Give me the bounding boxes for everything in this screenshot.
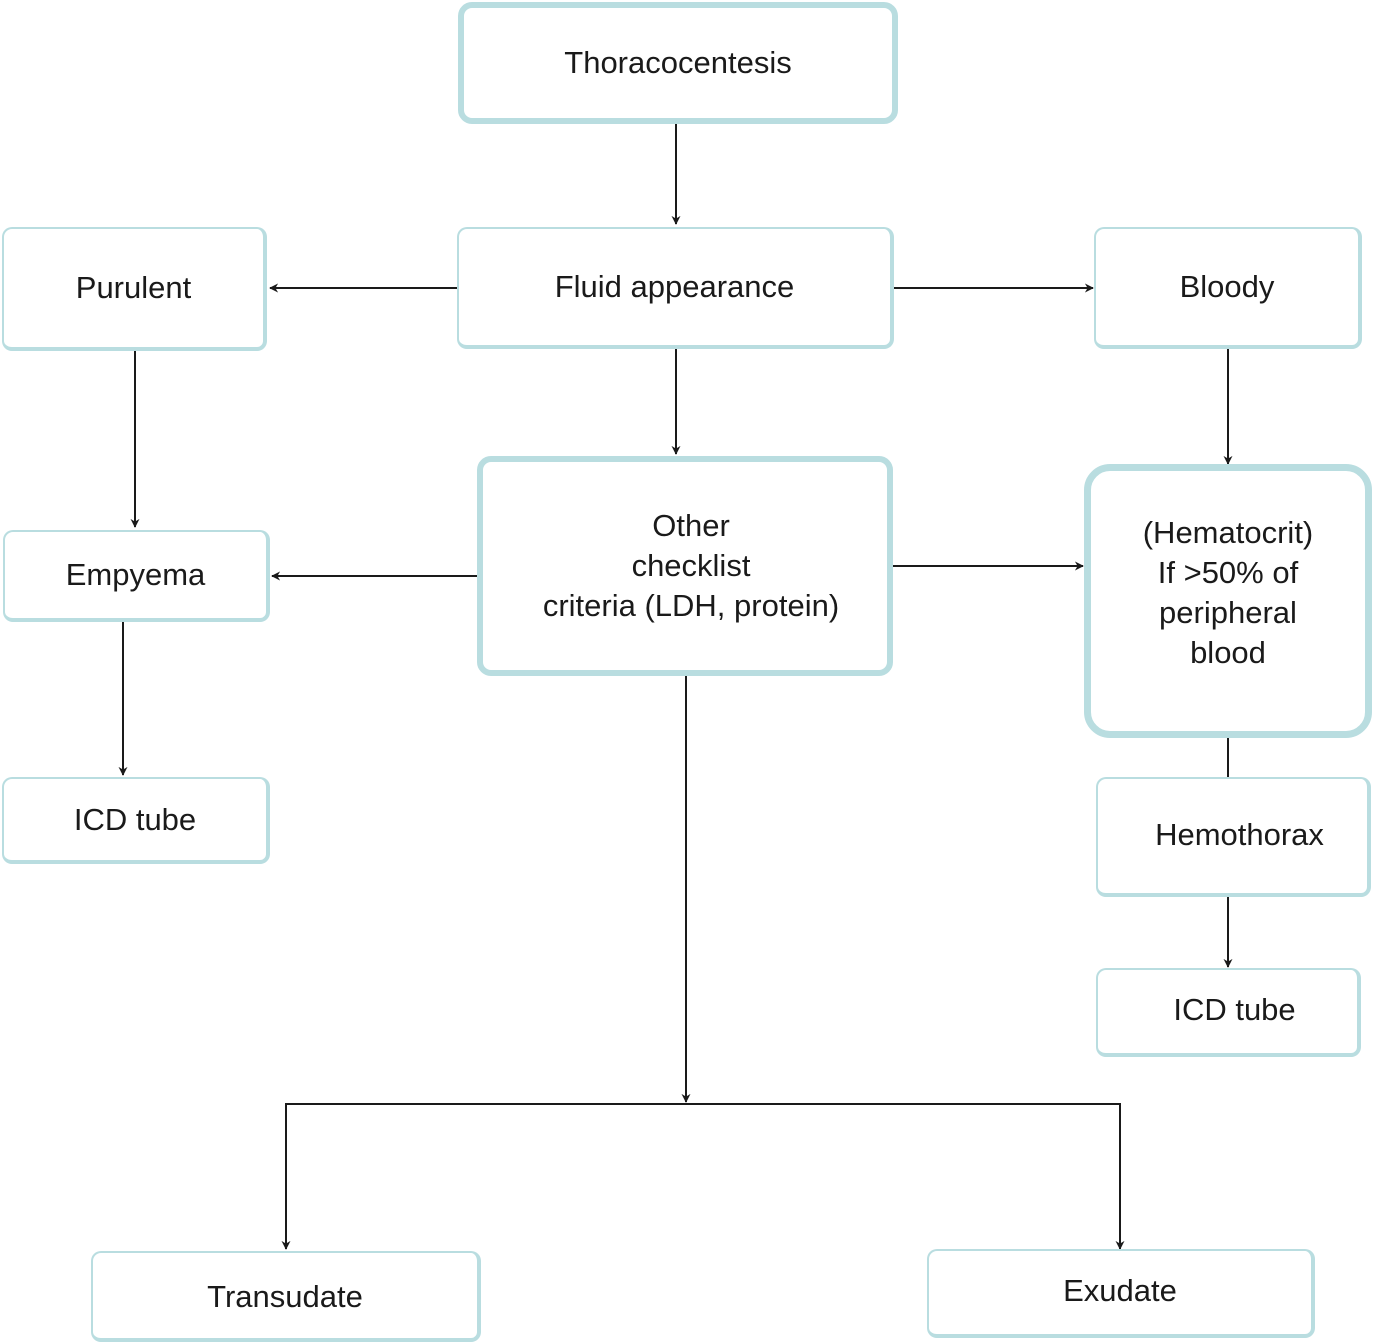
node-empyema: Empyema [3, 530, 270, 622]
node-bloody: Bloody [1094, 227, 1362, 349]
node-transudate: Transudate [91, 1251, 481, 1342]
node-bloody-label: Bloody [1179, 269, 1275, 304]
node-hemothorax: Hemothorax [1096, 777, 1371, 897]
node-fluid-appearance: Fluid appearance [457, 227, 894, 349]
node-other-criteria-label: Other checklist criteria (LDH, protein) [542, 508, 840, 623]
node-other-criteria: Other checklist criteria (LDH, protein) [477, 456, 893, 676]
node-exudate: Exudate [927, 1249, 1315, 1338]
node-exudate-label: Exudate [1063, 1272, 1177, 1308]
node-hematocrit: (Hematocrit) If >50% of peripheral blood [1084, 464, 1372, 738]
node-empyema-label: Empyema [65, 557, 206, 592]
node-purulent-label: Purulent [75, 270, 192, 305]
node-purulent: Purulent [2, 227, 267, 351]
node-hematocrit-label: (Hematocrit) If >50% of peripheral blood [1142, 515, 1314, 670]
node-icd-tube-right-label: ICD tube [1173, 991, 1296, 1027]
node-hemothorax-label: Hemothorax [1155, 817, 1324, 852]
node-transudate-label: Transudate [207, 1278, 363, 1314]
branch-junction-bar [281, 1103, 1125, 1250]
node-thoracocentesis-label: Thoracocentesis [564, 45, 792, 80]
node-icd-tube-left-label: ICD tube [73, 801, 197, 837]
node-fluid-appearance-label: Fluid appearance [554, 269, 795, 304]
node-icd-tube-left: ICD tube [2, 777, 270, 864]
node-thoracocentesis: Thoracocentesis [458, 2, 898, 124]
node-icd-tube-right: ICD tube [1096, 968, 1361, 1057]
